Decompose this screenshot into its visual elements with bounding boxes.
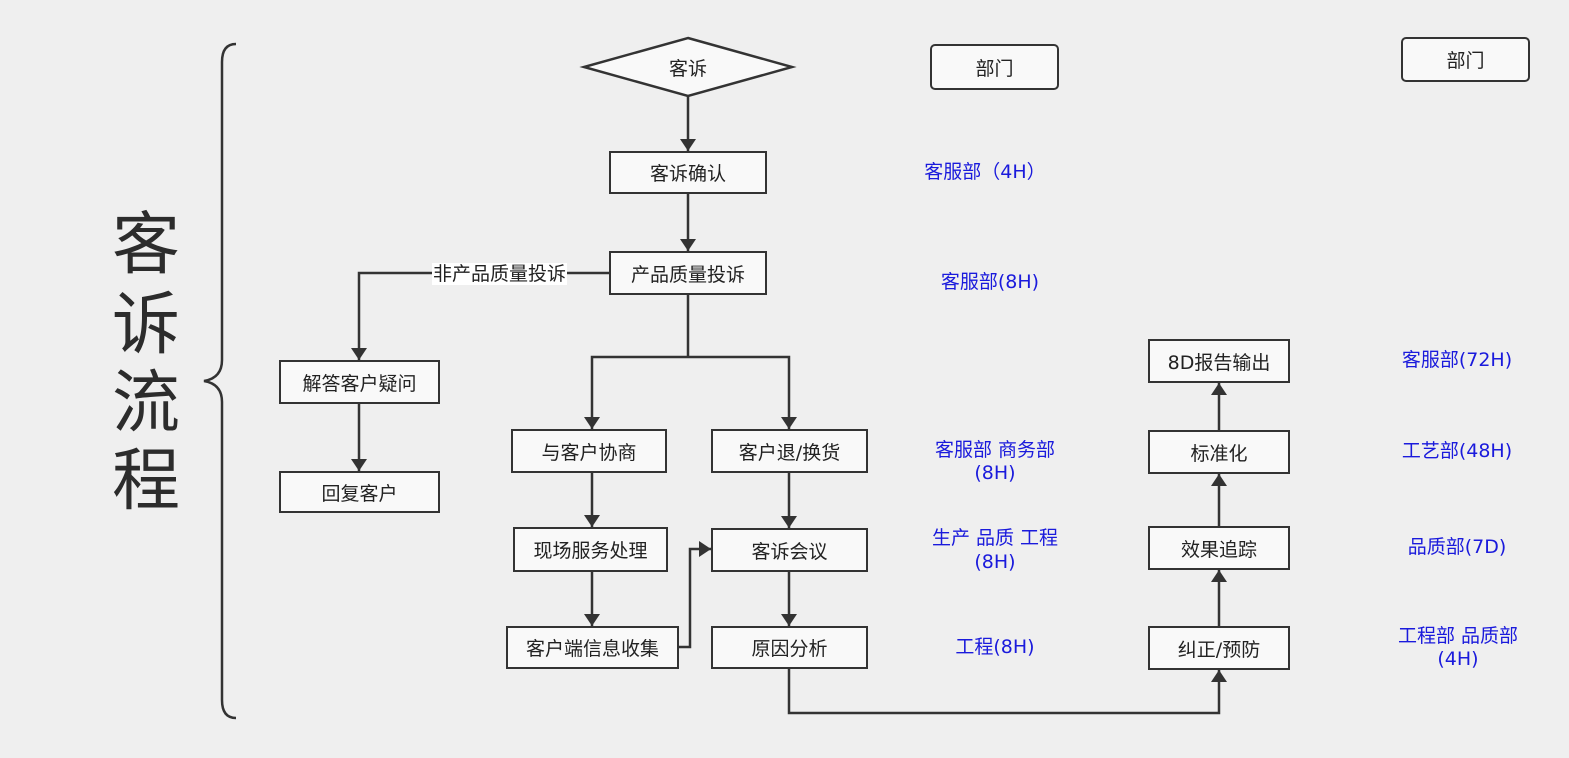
title-char-2: 诉 xyxy=(111,286,180,365)
node-onsite-service: 现场服务处理 xyxy=(513,527,668,572)
dept-tracking: 品质部(7D) xyxy=(1407,536,1507,558)
department-header-left: 部门 xyxy=(930,44,1059,90)
dept-correct-line1: 工程部 品质部 xyxy=(1397,625,1519,647)
dept-meeting-line2: (8H) xyxy=(974,551,1016,573)
node-effect-tracking: 效果追踪 xyxy=(1148,526,1290,570)
node-complaint-meeting: 客诉会议 xyxy=(711,528,868,572)
node-return-exchange: 客户退/换货 xyxy=(711,429,868,473)
node-client-info: 客户端信息收集 xyxy=(506,626,679,669)
edge-product-answer xyxy=(351,271,610,360)
title-brace xyxy=(203,42,237,720)
edge-label-non-product: 非产品质量投诉 xyxy=(432,263,568,285)
node-cause-analysis: 原因分析 xyxy=(711,626,868,669)
start-node-label: 客诉 xyxy=(668,57,707,80)
title-char-1: 客 xyxy=(111,206,180,285)
dept-meeting-line1: 生产 品质 工程 xyxy=(931,527,1059,549)
edge-analysis-correct xyxy=(787,669,1227,715)
dept-return-line1: 客服部 商务部 xyxy=(934,439,1056,461)
node-8d-report: 8D报告输出 xyxy=(1148,339,1290,383)
node-complaint-confirm: 客诉确认 xyxy=(609,151,767,194)
title-char-3: 流 xyxy=(111,364,180,443)
edge-split-negotiate xyxy=(584,355,688,429)
node-standardize: 标准化 xyxy=(1148,430,1290,474)
dept-8d-report: 客服部(72H) xyxy=(1401,349,1513,371)
dept-return-line2: (8H) xyxy=(974,462,1016,484)
dept-standardize: 工艺部(48H) xyxy=(1401,440,1513,462)
node-answer-question: 解答客户疑问 xyxy=(279,360,440,404)
title-char-4: 程 xyxy=(111,442,180,521)
node-product-complaint: 产品质量投诉 xyxy=(609,251,767,295)
edge-clientinfo-meeting xyxy=(678,541,711,649)
dept-product: 客服部(8H) xyxy=(940,271,1040,293)
dept-analysis: 工程(8H) xyxy=(955,636,1035,658)
dept-correct-line2: (4H) xyxy=(1437,648,1479,670)
node-reply-customer: 回复客户 xyxy=(279,471,440,513)
department-header-right: 部门 xyxy=(1401,37,1530,82)
node-correct-prevent: 纠正/预防 xyxy=(1148,626,1290,670)
edge-split-return xyxy=(688,355,797,429)
node-negotiate: 与客户协商 xyxy=(511,429,667,473)
dept-confirm: 客服部（4H） xyxy=(924,161,1046,183)
